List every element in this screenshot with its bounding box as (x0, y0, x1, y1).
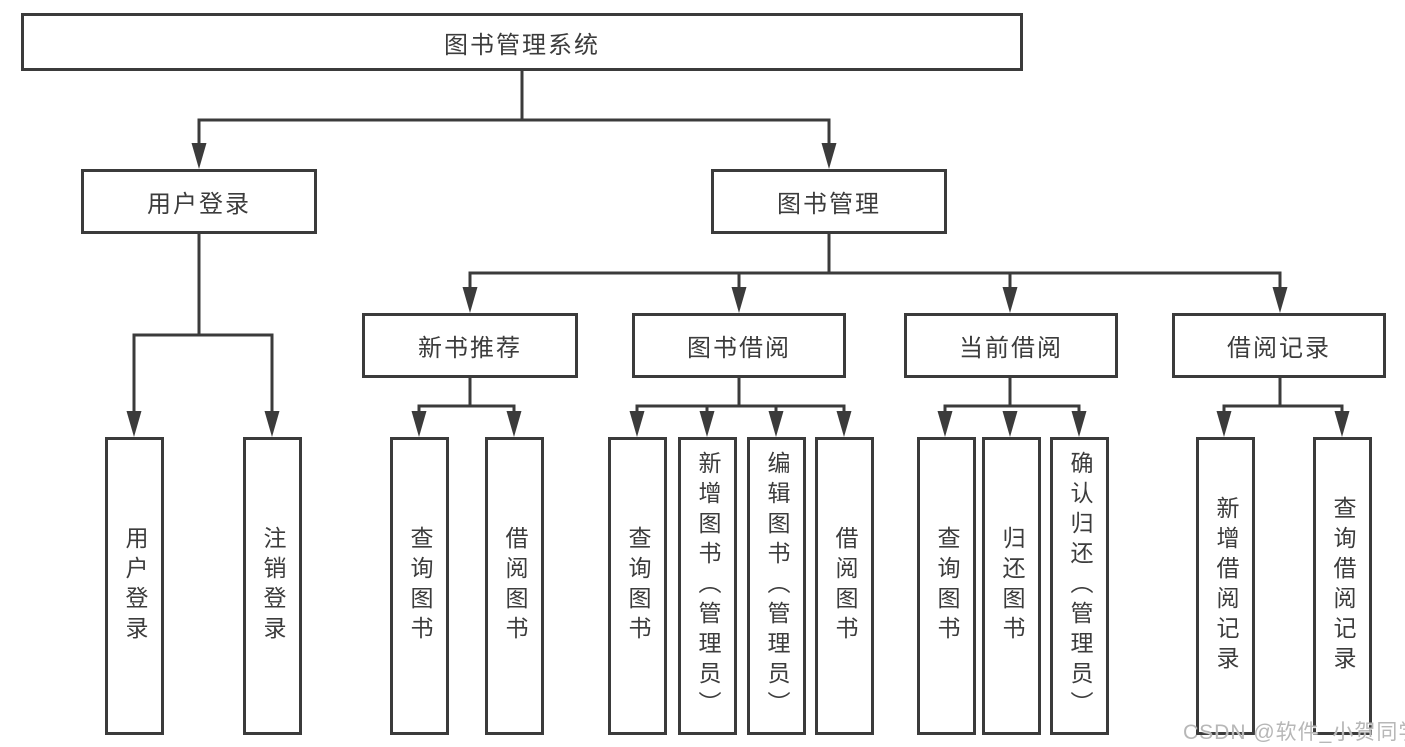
leaf-records-add-record-label: 新增借阅记录 (1213, 496, 1239, 676)
connector-login-to-leaves (126, 233, 280, 437)
leaf-borrow-add-book-admin-label: 新增图书（管理员） (695, 451, 721, 721)
node-current-borrow-label: 当前借阅 (959, 335, 1063, 362)
leaf-records-query-record: 查询借阅记录 (1313, 437, 1372, 735)
node-user-login-label: 用户登录 (147, 191, 251, 218)
connector-current-to-leaves (937, 377, 1087, 437)
node-root-label: 图书管理系统 (444, 31, 600, 59)
leaf-current-confirm-return-admin-label: 确认归还（管理员） (1067, 451, 1093, 721)
connector-borrow-to-leaves (629, 377, 852, 437)
leaf-records-query-record-label: 查询借阅记录 (1330, 496, 1356, 676)
leaf-borrow-query-book: 查询图书 (608, 437, 667, 735)
node-borrow-records: 借阅记录 (1172, 313, 1386, 378)
leaf-recommend-borrow-book-label: 借阅图书 (502, 526, 528, 646)
leaf-recommend-borrow-book: 借阅图书 (485, 437, 544, 735)
leaf-user-login-label: 用户登录 (122, 526, 148, 646)
node-user-login: 用户登录 (81, 169, 317, 234)
leaf-logout-label: 注销登录 (260, 526, 286, 646)
leaf-borrow-borrow-book: 借阅图书 (815, 437, 874, 735)
connector-records-to-leaves (1216, 377, 1350, 437)
node-book-manage-label: 图书管理 (777, 191, 881, 218)
connector-recommend-to-leaves (411, 377, 522, 437)
leaf-recommend-query-book-label: 查询图书 (407, 526, 433, 646)
leaf-borrow-edit-book-admin-label: 编辑图书（管理员） (764, 451, 790, 721)
node-borrow-records-label: 借阅记录 (1227, 335, 1331, 362)
leaf-logout: 注销登录 (243, 437, 302, 735)
leaf-borrow-query-book-label: 查询图书 (625, 526, 651, 646)
leaf-current-return-book: 归还图书 (982, 437, 1041, 735)
leaf-current-return-book-label: 归还图书 (999, 526, 1025, 646)
node-book-borrow-label: 图书借阅 (687, 335, 791, 362)
node-new-book-recommend-label: 新书推荐 (418, 335, 522, 362)
leaf-current-query-book: 查询图书 (917, 437, 976, 735)
watermark-text: CSDN @软件_小贺同学 (1183, 721, 1405, 744)
leaf-borrow-borrow-book-label: 借阅图书 (832, 526, 858, 646)
node-book-borrow: 图书借阅 (632, 313, 846, 378)
connector-root-to-level2 (191, 70, 837, 169)
connector-manage-to-level3 (462, 233, 1288, 313)
leaf-current-confirm-return-admin: 确认归还（管理员） (1050, 437, 1109, 735)
node-book-manage: 图书管理 (711, 169, 947, 234)
leaf-borrow-add-book-admin: 新增图书（管理员） (678, 437, 737, 735)
node-new-book-recommend: 新书推荐 (362, 313, 578, 378)
leaf-records-add-record: 新增借阅记录 (1196, 437, 1255, 735)
leaf-user-login: 用户登录 (105, 437, 164, 735)
leaf-current-query-book-label: 查询图书 (934, 526, 960, 646)
node-root: 图书管理系统 (21, 13, 1023, 71)
leaf-recommend-query-book: 查询图书 (390, 437, 449, 735)
node-current-borrow: 当前借阅 (904, 313, 1118, 378)
leaf-borrow-edit-book-admin: 编辑图书（管理员） (747, 437, 806, 735)
